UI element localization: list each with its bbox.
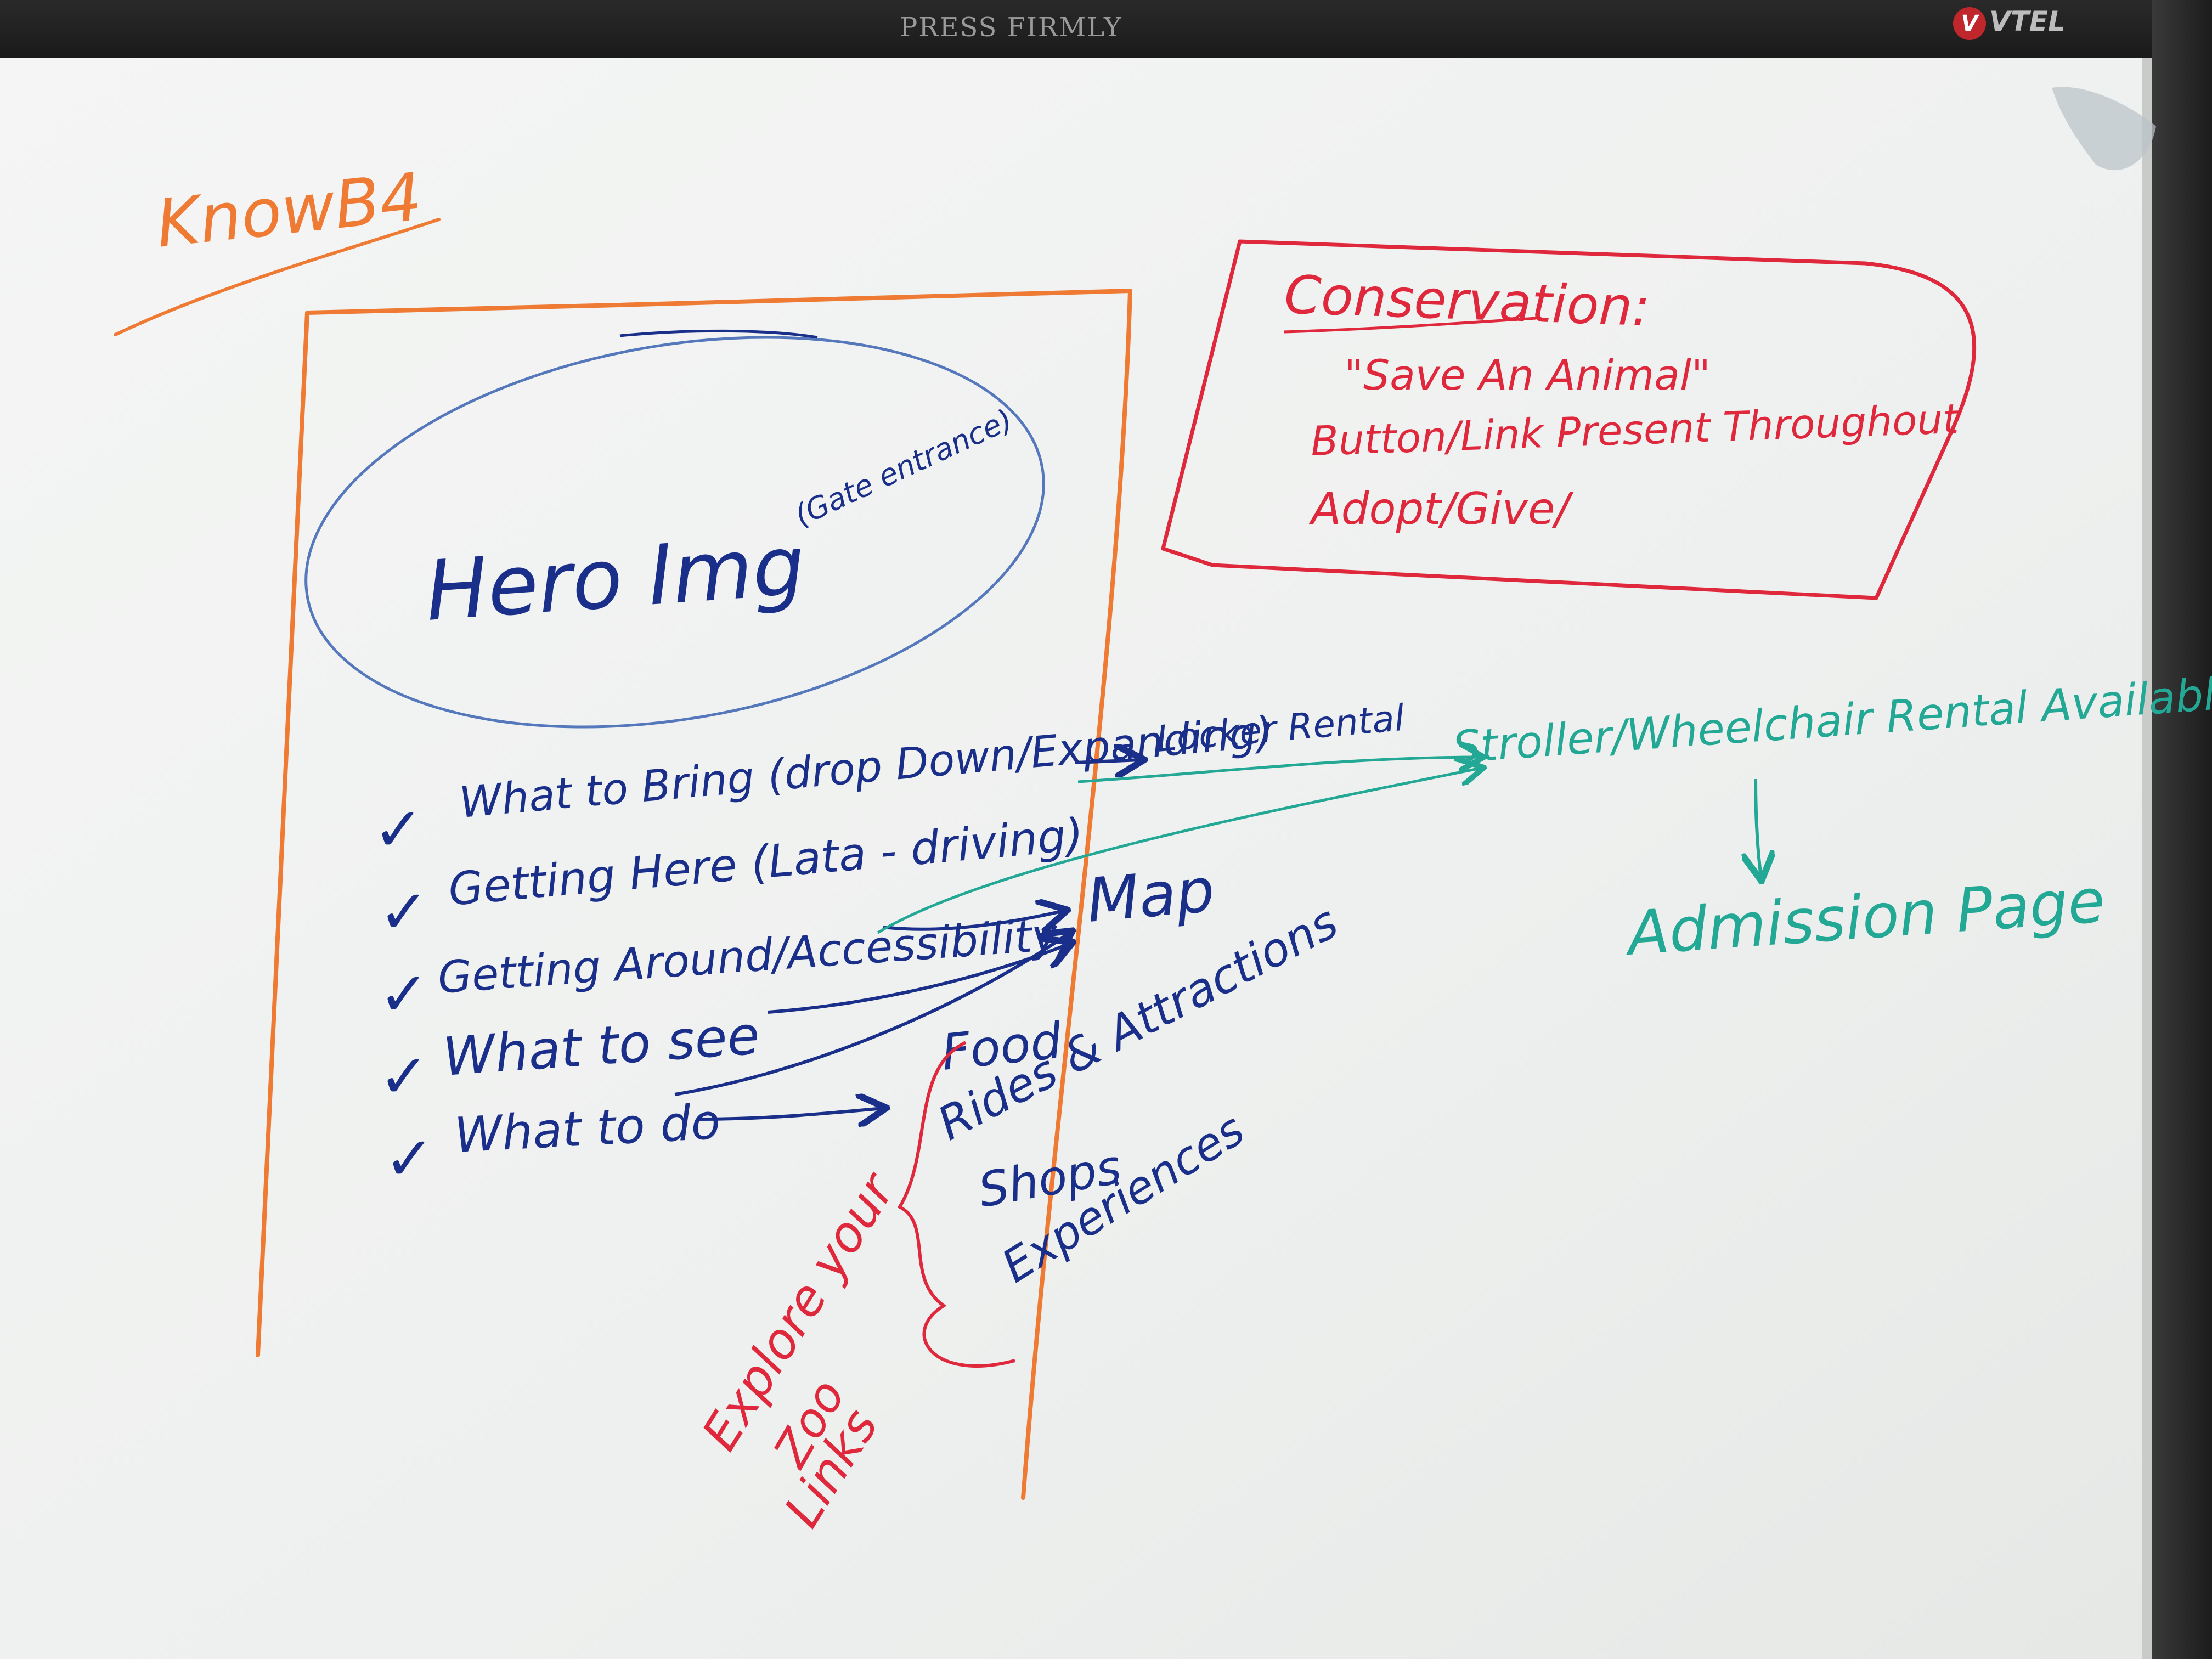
conservation-box [1161,239,1977,600]
arrow-do-to-explore [696,1108,883,1119]
conservation-line: "Save An Animal" [1344,351,1711,399]
arrow-accessibility-to-map [883,911,1064,929]
vtel-v-icon: V [1953,7,1986,40]
map-label: Map [1084,855,1217,936]
hero-oval-stroke [619,329,818,339]
check-mark: ✓ [379,959,429,1029]
board-edge [2142,58,2152,1659]
hero-image-oval [304,336,1045,729]
page-wireframe-outline [256,289,1132,1500]
press-firmly-label: PRESS FIRMLY [900,12,1122,43]
vtel-brand-text: VTEL [1989,5,2066,37]
conservation-title: Conservation: [1283,264,1651,338]
arrow-rental-to-admission [1756,778,1761,878]
conservation-title-underline [1283,317,1537,334]
check-mark: ✓ [379,1041,429,1111]
check-mark: ✓ [384,1124,435,1194]
title-underline [114,218,441,336]
check-mark: ✓ [373,794,424,865]
eraser-smudge [2052,87,2156,171]
arrow-do-to-map [674,933,1070,1096]
checklist-item: What to do [453,1093,722,1164]
explore-bracket [897,1041,1015,1368]
arrow-accessibility-to-rental [877,768,1481,934]
arrow-bring-to-rental [1077,757,1481,783]
conservation-line: Adopt/Give/ [1308,483,1574,534]
arrow-bring-to-locker [1075,760,1141,763]
whiteboard-frame-right [2152,0,2212,1659]
check-mark: ✓ [379,877,429,947]
